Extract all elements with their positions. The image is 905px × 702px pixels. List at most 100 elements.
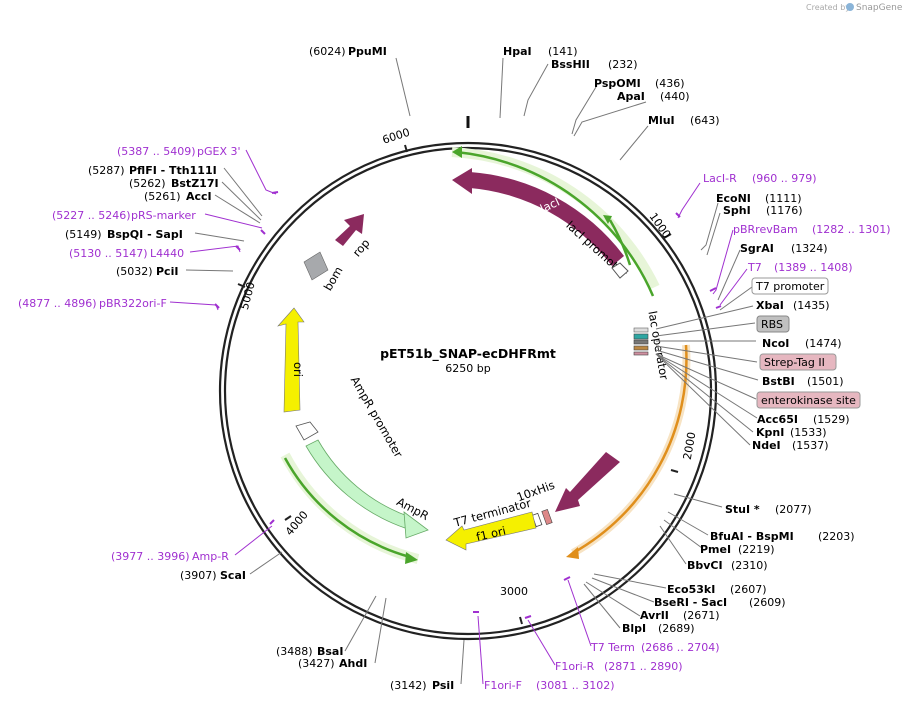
t7pri-name: T7 bbox=[747, 261, 762, 274]
pgex3-pos: (5387 .. 5409) bbox=[117, 145, 196, 158]
sphi-pos: (1176) bbox=[766, 204, 803, 217]
tick-label-2000: 2000 bbox=[681, 431, 699, 461]
bfuai-name: BfuAI - BspMI bbox=[710, 530, 794, 543]
brand-text: SnapGene bbox=[856, 3, 903, 13]
acc65i-name: Acc65I bbox=[757, 413, 798, 426]
bbvci-pos: (2310) bbox=[731, 559, 768, 572]
lac-operator-box[interactable] bbox=[633, 327, 649, 333]
his-tag-box[interactable] bbox=[541, 509, 553, 525]
enterokinase-box[interactable] bbox=[633, 351, 649, 356]
strep-tag[interactable] bbox=[759, 353, 837, 371]
ampprom-label: AmpR promoter bbox=[348, 374, 406, 460]
pbr322-pos: (4877 .. 4896) bbox=[18, 297, 97, 310]
prsm-pos: (5227 .. 5246) bbox=[52, 209, 131, 222]
pspomi-name: PspOMI bbox=[594, 77, 641, 90]
sgrai-name: SgrAI bbox=[740, 242, 774, 255]
pbr322-name: pBR322ori-F bbox=[99, 297, 167, 310]
sgrai-pos: (1324) bbox=[791, 242, 828, 255]
backbone-inner bbox=[223, 146, 713, 636]
eco53ki-name: Eco53kI bbox=[667, 583, 715, 596]
bstz17i-name: BstZ17I bbox=[171, 177, 219, 190]
l4440-name: L4440 bbox=[150, 247, 184, 260]
f1-ori-feature[interactable] bbox=[445, 511, 537, 551]
laci-feature[interactable] bbox=[470, 172, 624, 266]
f1oriF-pos: (3081 .. 3102) bbox=[536, 679, 615, 692]
mlui-pos: (643) bbox=[690, 114, 720, 127]
rop-feature[interactable] bbox=[335, 214, 364, 246]
pcii-pos: (5032) bbox=[116, 265, 153, 278]
pbrrev-pos: (1282 .. 1301) bbox=[812, 223, 891, 236]
pflfi-name: PflFI - Tth111I bbox=[129, 164, 217, 177]
tick-label-3000: 3000 bbox=[500, 585, 528, 598]
ampr-region-line[interactable] bbox=[283, 457, 411, 559]
econi-name: EcoNI bbox=[716, 192, 751, 205]
t7term-pos: (2686 .. 2704) bbox=[641, 641, 720, 654]
bom-feature[interactable] bbox=[303, 251, 329, 281]
avrii-pos: (2671) bbox=[683, 609, 720, 622]
strep-box[interactable] bbox=[633, 345, 649, 351]
ampr-region-arrowhead bbox=[405, 552, 418, 564]
rbs-label: RBS bbox=[761, 318, 783, 331]
lacop-label: lac operator bbox=[645, 310, 671, 381]
bspqi-name: BspQI - SapI bbox=[107, 228, 183, 241]
ampr-promoter-icon bbox=[295, 421, 319, 441]
acci-pos: (5261) bbox=[144, 190, 181, 203]
ecdhfr-feature[interactable] bbox=[555, 452, 620, 512]
pbrrev-name: pBRrevBam bbox=[733, 223, 798, 236]
strep-label: Strep-Tag II bbox=[764, 356, 825, 369]
enterokinase-tag[interactable] bbox=[756, 391, 861, 409]
backbone-outer bbox=[218, 141, 718, 641]
ori-label: ori bbox=[291, 362, 305, 377]
plasmid-size: 6250 bp bbox=[445, 362, 490, 375]
psii-pos: (3142) bbox=[390, 679, 427, 692]
primer-marks bbox=[214, 191, 722, 619]
rop-label: rop bbox=[350, 236, 373, 259]
orange-region-line[interactable] bbox=[572, 344, 688, 555]
ppumi-pos: (6024) bbox=[309, 45, 346, 58]
econi-pos: (1111) bbox=[765, 192, 802, 205]
rbs-box[interactable] bbox=[633, 339, 649, 345]
psii-name: PsiI bbox=[432, 679, 454, 692]
orange-region-arrowhead bbox=[566, 547, 579, 559]
laci-region-arrowhead bbox=[452, 146, 462, 158]
acc65i-pos: (1529) bbox=[813, 413, 850, 426]
bstz17i-pos: (5262) bbox=[129, 177, 166, 190]
ampr-arrowhead bbox=[403, 511, 429, 539]
hpai-pos: (141) bbox=[548, 45, 578, 58]
scai-pos: (3907) bbox=[180, 569, 217, 582]
f1oriR-pos: (2871 .. 2890) bbox=[604, 660, 683, 673]
pcii-name: PciI bbox=[156, 265, 178, 278]
ahdi-pos: (3427) bbox=[298, 657, 335, 670]
bsshii-name: BssHII bbox=[551, 58, 590, 71]
bseri-name: BseRI - SacI bbox=[654, 596, 727, 609]
bspqi-pos: (5149) bbox=[65, 228, 102, 241]
bsai-pos: (3488) bbox=[276, 645, 313, 658]
ampR-pos: (3977 .. 3996) bbox=[111, 550, 190, 563]
mlui-name: MluI bbox=[648, 114, 675, 127]
snapgene-logo-icon bbox=[846, 3, 854, 11]
blpi-pos: (2689) bbox=[658, 622, 695, 635]
sphi-name: SphI bbox=[723, 204, 751, 217]
ncoi-pos: (1474) bbox=[805, 337, 842, 350]
ampR-name: Amp-R bbox=[192, 550, 229, 563]
hpai-name: HpaI bbox=[503, 45, 532, 58]
rbs-tag[interactable] bbox=[756, 315, 790, 333]
lac-promoter-line[interactable] bbox=[608, 219, 632, 266]
apai-name: ApaI bbox=[617, 90, 645, 103]
ndei-name: NdeI bbox=[752, 439, 781, 452]
f1ori-label: f1 ori bbox=[475, 524, 507, 544]
kpni-name: KpnI bbox=[756, 426, 784, 439]
bstbi-pos: (1501) bbox=[807, 375, 844, 388]
t7-promoter-tag[interactable] bbox=[751, 277, 829, 295]
pmei-pos: (2219) bbox=[738, 543, 775, 556]
bsshii-pos: (232) bbox=[608, 58, 638, 71]
tick-marks bbox=[237, 144, 679, 625]
laciR-pos: (960 .. 979) bbox=[752, 172, 817, 185]
kpni-pos: (1533) bbox=[790, 426, 827, 439]
t7term-name: T7 Term bbox=[590, 641, 635, 654]
ori-feature[interactable] bbox=[277, 307, 305, 413]
acci-name: AccI bbox=[186, 190, 212, 203]
prsm-name: pRS-marker bbox=[131, 209, 196, 222]
laci-region-line[interactable] bbox=[455, 150, 655, 297]
t7-promoter-box[interactable] bbox=[633, 333, 649, 340]
